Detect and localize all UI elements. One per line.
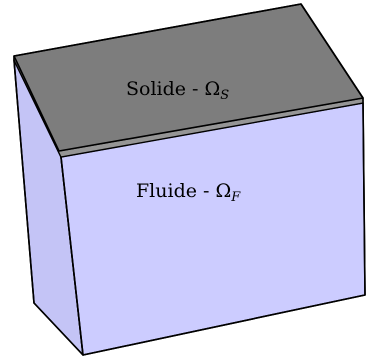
solid-label-text: Solide - xyxy=(126,78,205,100)
solid-subscript: S xyxy=(220,88,230,103)
fluid-label-text: Fluide - xyxy=(136,180,216,202)
solid-omega-symbol: Ω xyxy=(204,78,221,100)
box-outline xyxy=(13,3,366,356)
fluid-omega-symbol: Ω xyxy=(215,180,232,202)
solid-label: Solide - ΩS xyxy=(126,78,230,103)
fluid-subscript: F xyxy=(231,190,241,205)
box-front-left-edge xyxy=(60,156,84,356)
fluid-label: Fluide - ΩF xyxy=(136,180,241,205)
